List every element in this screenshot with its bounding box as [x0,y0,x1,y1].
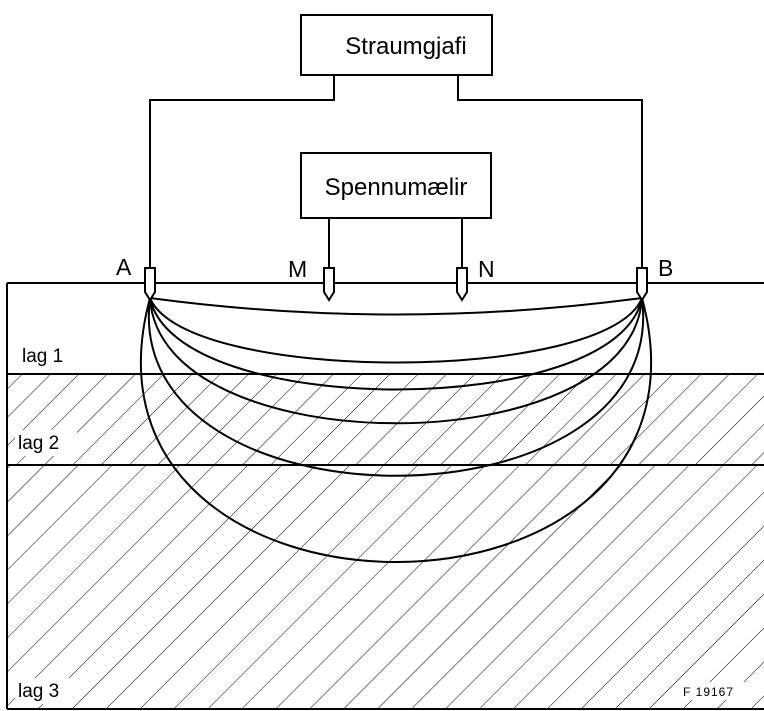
electrode-m-icon [323,267,335,302]
layer-2-label: lag 2 [18,433,59,454]
layer-2-label-bg [15,430,77,456]
layer-1-label: lag 1 [22,346,63,367]
electrode-a: A [116,254,156,302]
layer-3-region [7,465,764,709]
current-line [147,297,645,477]
electrode-b: B [636,255,673,302]
electrode-m-label: M [288,256,307,282]
voltmeter-box: Spennumælir [300,152,492,219]
electrode-b-icon [636,267,648,302]
electrode-n-icon [456,267,468,302]
electrode-a-icon [144,267,156,302]
electrode-n-label: N [478,256,495,282]
electrode-m: M [288,256,335,302]
current-line [140,297,652,563]
voltmeter-frame [300,152,492,219]
current-line [149,297,643,425]
layer-3-label: lag 3 [18,681,59,702]
voltmeter-label: Spennumælir [325,174,468,201]
figure-id-label: F 19167 [683,685,734,699]
current-line [149,297,643,391]
electrode-n: N [456,256,495,302]
wire-source-to-a [149,75,335,270]
current-source-label: Straumgjafi [345,33,466,60]
current-line [149,297,643,364]
current-line [149,297,643,316]
electrode-b-label: B [658,255,673,281]
figure-id-bg [680,682,746,700]
wire-source-to-b [457,75,643,270]
wiring [149,75,643,270]
layer-3-label-bg [15,678,77,704]
current-source-frame [300,14,493,76]
current-source-box: Straumgjafi [300,14,493,76]
electrode-a-label: A [116,254,132,280]
current-flow-lines [140,297,652,563]
